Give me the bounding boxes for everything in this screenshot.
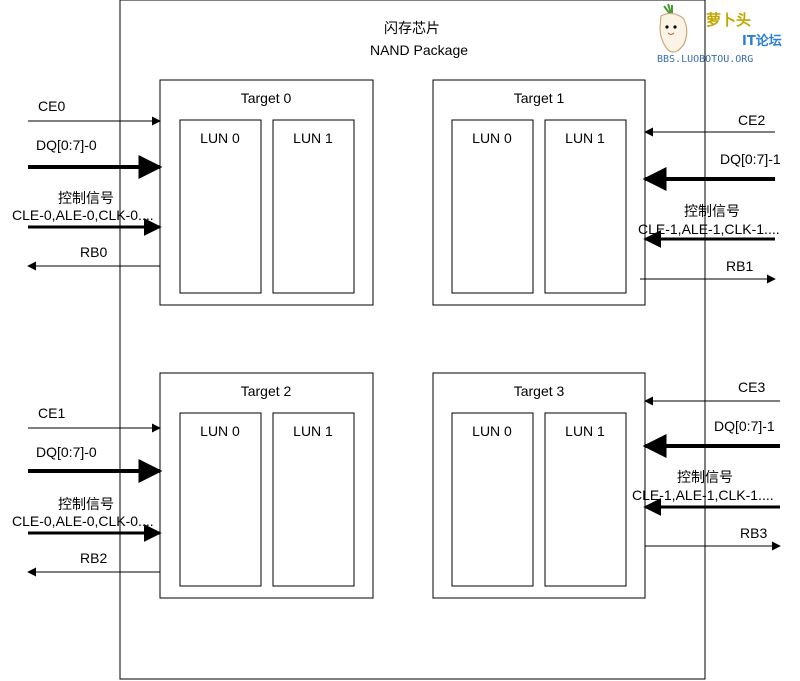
rb0-label: RB0 bbox=[80, 244, 107, 260]
signals-left-top: CE0 DQ[0:7]-0 控制信号 CLE-0,ALE-0,CLK-0....… bbox=[12, 98, 163, 271]
package-title-cn: 闪存芯片 bbox=[384, 20, 440, 36]
rb1-label: RB1 bbox=[726, 258, 753, 274]
dq-1-top-label: DQ[0:7]-1 bbox=[720, 151, 781, 167]
target-3-lun-1-box bbox=[544, 412, 627, 587]
target-2-lun-1-box bbox=[272, 412, 355, 587]
watermark-sub: IT论坛 bbox=[742, 33, 782, 49]
target-1-label: Target 1 bbox=[514, 90, 565, 106]
ctrl-0-bottom-label-cn: 控制信号 bbox=[58, 496, 114, 512]
target-3: Target 3 LUN 0 LUN 1 bbox=[432, 372, 646, 599]
rb3-label: RB3 bbox=[740, 525, 767, 541]
signals-left-bottom: CE1 DQ[0:7]-0 控制信号 CLE-0,ALE-0,CLK-0....… bbox=[12, 405, 163, 577]
ctrl-1-top-label-cn: 控制信号 bbox=[684, 203, 740, 219]
target-3-label: Target 3 bbox=[514, 383, 565, 399]
target-0-lun-1-box bbox=[272, 119, 355, 294]
ctrl-0-bottom-list: CLE-0,ALE-0,CLK-0.... bbox=[12, 513, 154, 529]
ctrl-0-top-list: CLE-0,ALE-0,CLK-0.... bbox=[12, 207, 154, 223]
target-2-lun-0-box bbox=[179, 412, 262, 587]
target-0: Target 0 LUN 0 LUN 1 bbox=[159, 79, 374, 306]
target-2: Target 2 LUN 0 LUN 1 bbox=[159, 372, 374, 599]
ctrl-1-bottom-label-cn: 控制信号 bbox=[677, 469, 733, 485]
signals-right-top: CE2 DQ[0:7]-1 控制信号 CLE-1,ALE-1,CLK-1....… bbox=[638, 112, 781, 284]
ctrl-1-top-list: CLE-1,ALE-1,CLK-1.... bbox=[638, 221, 780, 237]
ce0-label: CE0 bbox=[38, 98, 65, 114]
ce3-label: CE3 bbox=[738, 379, 765, 395]
ctrl-0-top-label-cn: 控制信号 bbox=[58, 190, 114, 206]
target-2-lun-1-label: LUN 1 bbox=[293, 423, 333, 439]
signals-right-bottom: CE3 DQ[0:7]-1 控制信号 CLE-1,ALE-1,CLK-1....… bbox=[632, 379, 781, 551]
target-1-lun-0-box bbox=[451, 119, 534, 294]
target-2-label: Target 2 bbox=[241, 383, 292, 399]
target-1-lun-0-label: LUN 0 bbox=[472, 130, 512, 146]
dq-0-top-label: DQ[0:7]-0 bbox=[36, 137, 97, 153]
watermark-url: BBS.LUOBOTOU.ORG bbox=[657, 54, 753, 65]
rb2-label: RB2 bbox=[80, 550, 107, 566]
target-1: Target 1 LUN 0 LUN 1 bbox=[432, 79, 646, 306]
ce1-label: CE1 bbox=[38, 405, 65, 421]
radish-mascot-icon bbox=[659, 3, 688, 53]
watermark-name: 萝卜头 bbox=[706, 11, 751, 29]
target-0-lun-0-box bbox=[179, 119, 262, 294]
target-0-lun-0-label: LUN 0 bbox=[200, 130, 240, 146]
ce2-label: CE2 bbox=[738, 112, 765, 128]
target-3-lun-0-box bbox=[451, 412, 534, 587]
target-0-label: Target 0 bbox=[241, 90, 292, 106]
forum-watermark: 萝卜头 IT论坛 BBS.LUOBOTOU.ORG bbox=[657, 3, 782, 65]
dq-0-bottom-label: DQ[0:7]-0 bbox=[36, 444, 97, 460]
package-title-en: NAND Package bbox=[370, 42, 468, 58]
target-3-lun-0-label: LUN 0 bbox=[472, 423, 512, 439]
target-0-lun-1-label: LUN 1 bbox=[293, 130, 333, 146]
target-2-lun-0-label: LUN 0 bbox=[200, 423, 240, 439]
target-1-lun-1-box bbox=[544, 119, 627, 294]
dq-1-bottom-label: DQ[0:7]-1 bbox=[714, 418, 775, 434]
ctrl-1-bottom-list: CLE-1,ALE-1,CLK-1.... bbox=[632, 487, 774, 503]
target-1-lun-1-label: LUN 1 bbox=[565, 130, 605, 146]
target-3-lun-1-label: LUN 1 bbox=[565, 423, 605, 439]
